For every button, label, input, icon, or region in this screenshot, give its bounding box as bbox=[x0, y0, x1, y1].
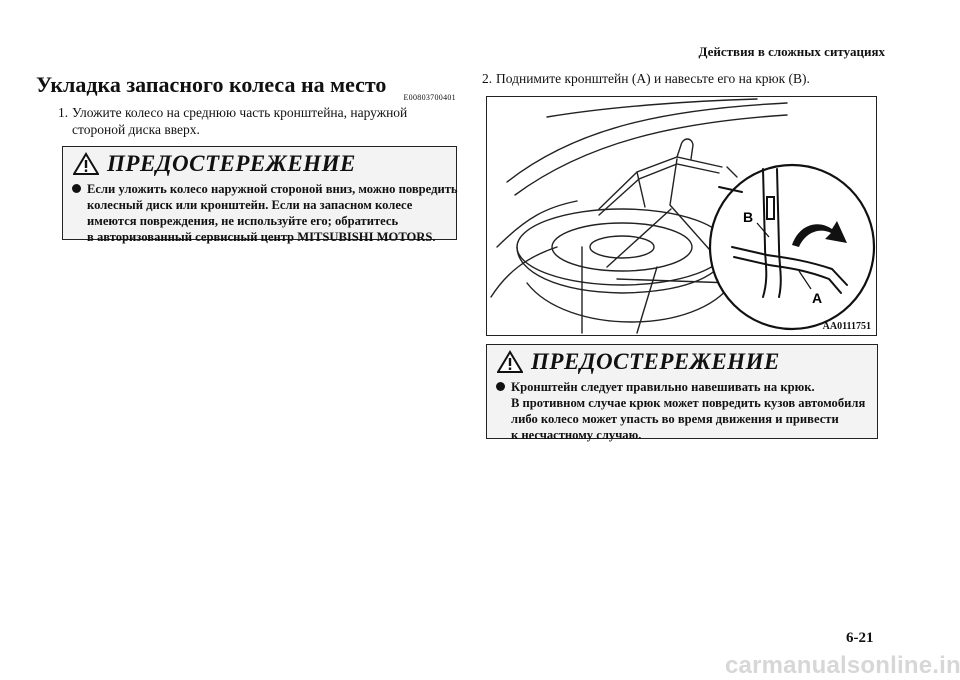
bullet-icon bbox=[496, 382, 505, 391]
warning-box-2: ПРЕДОСТЕРЕЖЕНИЕ Кронштейн следует правил… bbox=[486, 344, 878, 442]
step-2: 2. Поднимите кронштейн (A) и навесьте ег… bbox=[482, 70, 886, 87]
warning-1-title: ПРЕДОСТЕРЕЖЕНИЕ bbox=[107, 151, 356, 176]
warning-triangle-icon bbox=[497, 350, 523, 373]
step-2-text: Поднимите кронштейн (A) и навесьте его н… bbox=[496, 71, 810, 86]
warning-2-line-4: к несчастному случаю. bbox=[511, 428, 642, 442]
bullet-icon bbox=[72, 184, 81, 193]
warning-2-line-2: В противном случае крюк может повредить … bbox=[511, 396, 866, 410]
warning-1-line-4: в авторизованный сервисный центр MITSUBI… bbox=[87, 230, 436, 244]
warning-2-header: ПРЕДОСТЕРЕЖЕНИЕ bbox=[497, 349, 780, 375]
page-number: 6-21 bbox=[846, 630, 874, 646]
warning-2-title: ПРЕДОСТЕРЕЖЕНИЕ bbox=[531, 349, 780, 374]
warning-1-line-3: имеются повреждения, не используйте его;… bbox=[87, 214, 399, 228]
step-2-number: 2. bbox=[482, 71, 493, 86]
warning-2-body: Кронштейн следует правильно навешивать н… bbox=[496, 379, 869, 443]
step-1-line-1: Уложите колесо на среднюю часть кронштей… bbox=[72, 105, 408, 120]
warning-1-body: Если уложить колесо наружной стороной вн… bbox=[72, 181, 458, 245]
warning-1-header: ПРЕДОСТЕРЕЖЕНИЕ bbox=[73, 151, 356, 177]
label-b: B bbox=[743, 209, 753, 225]
step-1-number: 1. bbox=[58, 105, 69, 120]
step-1: 1. Уложите колесо на среднюю часть кронш… bbox=[58, 104, 457, 138]
spare-wheel-illustration: B A AA0111751 bbox=[486, 96, 877, 336]
warning-triangle-icon bbox=[73, 152, 99, 175]
section-header: Действия в сложных ситуациях bbox=[698, 44, 885, 59]
warning-1-line-2: колесный диск или кронштейн. Если на зап… bbox=[87, 198, 413, 212]
warning-2-line-3: либо колесо может упасть во время движен… bbox=[511, 412, 839, 426]
figure-code: AA0111751 bbox=[822, 321, 871, 332]
section-code: E00803700401 bbox=[403, 93, 456, 102]
watermark: carmanualsonline.info bbox=[725, 652, 960, 679]
step-1-line-2: стороной диска вверх. bbox=[72, 122, 200, 137]
page-title: Укладка запасного колеса на место bbox=[36, 72, 387, 97]
illustration-drawing: B A bbox=[490, 98, 876, 334]
warning-2-line-1: Кронштейн следует правильно навешивать н… bbox=[511, 380, 815, 394]
warning-1-line-1: Если уложить колесо наружной стороной вн… bbox=[87, 182, 458, 196]
label-a: A bbox=[812, 290, 822, 306]
warning-box-1: ПРЕДОСТЕРЕЖЕНИЕ Если уложить колесо нару… bbox=[62, 146, 458, 244]
